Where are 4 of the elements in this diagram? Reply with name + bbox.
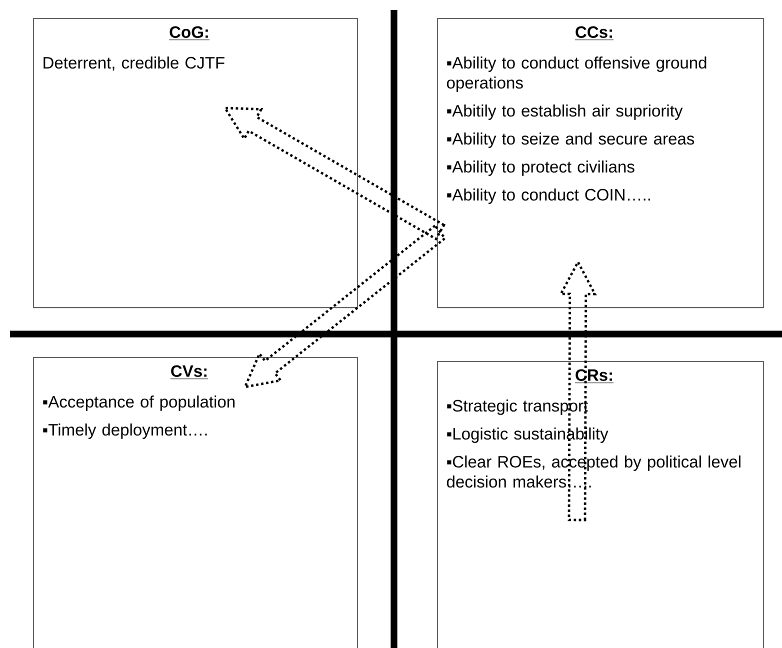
quadrant-box: CoG: Deterrent, credible CJTF (33, 18, 358, 308)
quadrant-box: CCs: ▪Ability to conduct offensive ground operations ▪Abitily to establish air supriority ▪Ability to seize and secure areas ▪Ability to protect civilians ▪Ability to conduct COIN….. (437, 18, 764, 308)
quadrant-box: CVs: ▪Acceptance of population ▪Timely deployment…. (33, 357, 358, 648)
hollow-arrow (558, 259, 597, 522)
